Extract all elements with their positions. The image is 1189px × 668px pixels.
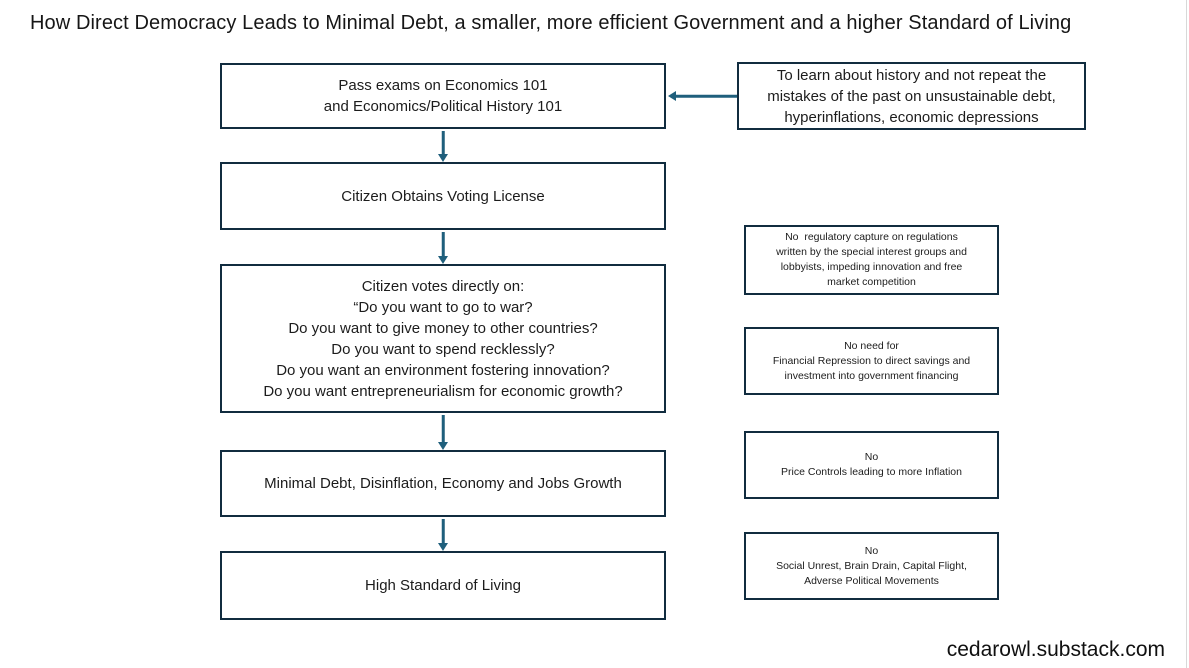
arrow-head-down-icon: [438, 256, 448, 264]
arrow-down-3: [437, 415, 449, 450]
side-note-regulatory-capture: No regulatory capture on regulations wri…: [744, 225, 999, 295]
flow-step-minimal-debt: Minimal Debt, Disinflation, Economy and …: [220, 450, 666, 517]
flow-step-voting-license: Citizen Obtains Voting License: [220, 162, 666, 230]
arrow-shaft: [441, 415, 445, 446]
side-note-price-controls: No Price Controls leading to more Inflat…: [744, 431, 999, 499]
arrow-shaft: [441, 232, 445, 260]
arrow-head-down-icon: [438, 442, 448, 450]
side-note-history: To learn about history and not repeat th…: [737, 62, 1086, 130]
arrow-shaft: [441, 519, 445, 547]
slide-edge-divider: [1186, 0, 1187, 668]
arrow-down-2: [437, 232, 449, 264]
flow-step-direct-votes: Citizen votes directly on: “Do you want …: [220, 264, 666, 413]
arrow-down-1: [437, 131, 449, 162]
arrow-head-down-icon: [438, 543, 448, 551]
page-title: How Direct Democracy Leads to Minimal De…: [30, 12, 1072, 34]
side-note-financial-repression: No need for Financial Repression to dire…: [744, 327, 999, 395]
flow-step-standard-of-living: High Standard of Living: [220, 551, 666, 620]
watermark-url: cedarowl.substack.com: [946, 638, 1165, 661]
arrow-head-left-icon: [668, 91, 676, 101]
arrow-head-down-icon: [438, 154, 448, 162]
flow-step-exams: Pass exams on Economics 101 and Economic…: [220, 63, 666, 129]
arrow-shaft: [441, 131, 445, 158]
arrow-down-4: [437, 519, 449, 551]
arrow-shaft: [672, 94, 737, 98]
arrow-left-reason: [668, 90, 737, 102]
side-note-social-unrest: No Social Unrest, Brain Drain, Capital F…: [744, 532, 999, 600]
